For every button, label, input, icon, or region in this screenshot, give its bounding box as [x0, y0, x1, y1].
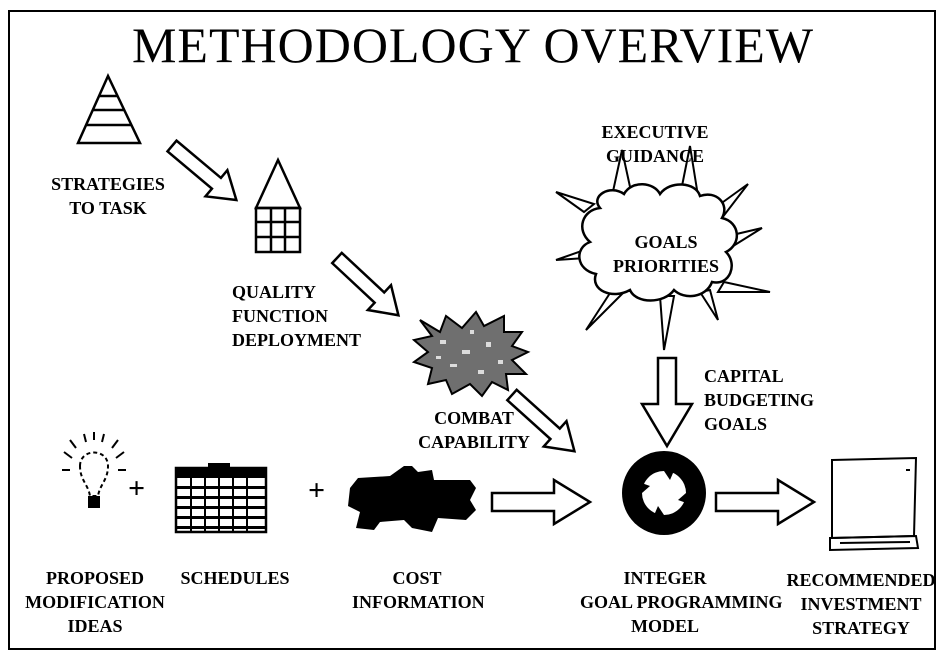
schedule-calendar-icon — [174, 463, 268, 534]
pyramid-icon — [76, 73, 142, 145]
label-line: GOAL PROGRAMMING — [580, 592, 783, 612]
label-line: EXECUTIVE — [601, 122, 709, 142]
label-recommended-investment-strategy: RECOMMENDED INVESTMENT STRATEGY — [786, 568, 936, 640]
label-executive-guidance: EXECUTIVE GUIDANCE — [590, 120, 720, 168]
label-line: CAPITAL — [704, 366, 784, 386]
label-line: CAPABILITY — [418, 432, 530, 452]
arrow-model-to-strategy — [714, 477, 817, 527]
label-line: INFORMATION — [352, 592, 485, 612]
label-line: IDEAS — [67, 616, 123, 636]
cost-money-icon — [348, 466, 476, 532]
executive-cloud-icon — [555, 145, 771, 351]
label-line: QUALITY — [232, 282, 317, 302]
label-line: COST — [392, 568, 442, 588]
label-line: PROPOSED — [45, 568, 144, 588]
diagram-frame — [8, 10, 936, 650]
label-goals-priorities: GOALS PRIORITIES — [606, 230, 726, 278]
label-line: MODIFICATION — [25, 592, 165, 612]
combat-burst-icon — [411, 310, 531, 398]
lightbulb-icon — [62, 432, 126, 508]
label-line: RECOMMENDED — [786, 570, 936, 590]
label-line: STRATEGY — [812, 618, 910, 638]
arrow-cost-to-model — [490, 477, 593, 527]
label-integer-goal-programming-model: INTEGER GOAL PROGRAMMING MODEL — [580, 566, 783, 638]
arrow-executive-to-model — [639, 356, 695, 449]
label-line: GOALS — [634, 232, 698, 252]
label-line: SCHEDULES — [180, 568, 290, 588]
page-title: METHODOLOGY OVERVIEW — [131, 17, 815, 73]
label-line: MODEL — [630, 616, 699, 636]
label-line: BUDGETING — [704, 390, 815, 410]
label-line: GOALS — [704, 414, 768, 434]
model-cycle-icon — [622, 451, 706, 535]
plus-operator-2: + — [308, 474, 326, 507]
label-line: FUNCTION — [232, 306, 329, 326]
label-cost-information: COST INFORMATION — [352, 566, 485, 614]
label-line: INVESTMENT — [800, 594, 922, 614]
label-schedules: SCHEDULES — [170, 566, 300, 590]
label-line: STRATEGIES — [51, 174, 165, 194]
label-line: INTEGER — [623, 568, 707, 588]
label-quality-function-deployment: QUALITY FUNCTION DEPLOYMENT — [232, 280, 361, 352]
label-strategies-to-task: STRATEGIES TO TASK — [46, 172, 170, 220]
label-line: PRIORITIES — [612, 256, 720, 276]
label-proposed-modification-ideas: PROPOSED MODIFICATION IDEAS — [20, 566, 170, 638]
arrow-combat-to-model — [505, 388, 577, 453]
label-line: TO TASK — [69, 198, 147, 218]
plus-operator-1: + — [128, 472, 146, 505]
label-line: GUIDANCE — [605, 146, 704, 166]
house-of-quality-icon — [254, 156, 302, 254]
label-line: COMBAT — [434, 408, 514, 428]
arrow-qfd-to-combat — [330, 251, 401, 317]
label-capital-budgeting-goals: CAPITAL BUDGETING GOALS — [704, 364, 814, 436]
strategy-document-icon — [829, 456, 920, 552]
arrow-strategies-to-qfd — [165, 138, 239, 202]
label-combat-capability: COMBAT CAPABILITY — [404, 406, 544, 454]
label-line: DEPLOYMENT — [232, 330, 362, 350]
